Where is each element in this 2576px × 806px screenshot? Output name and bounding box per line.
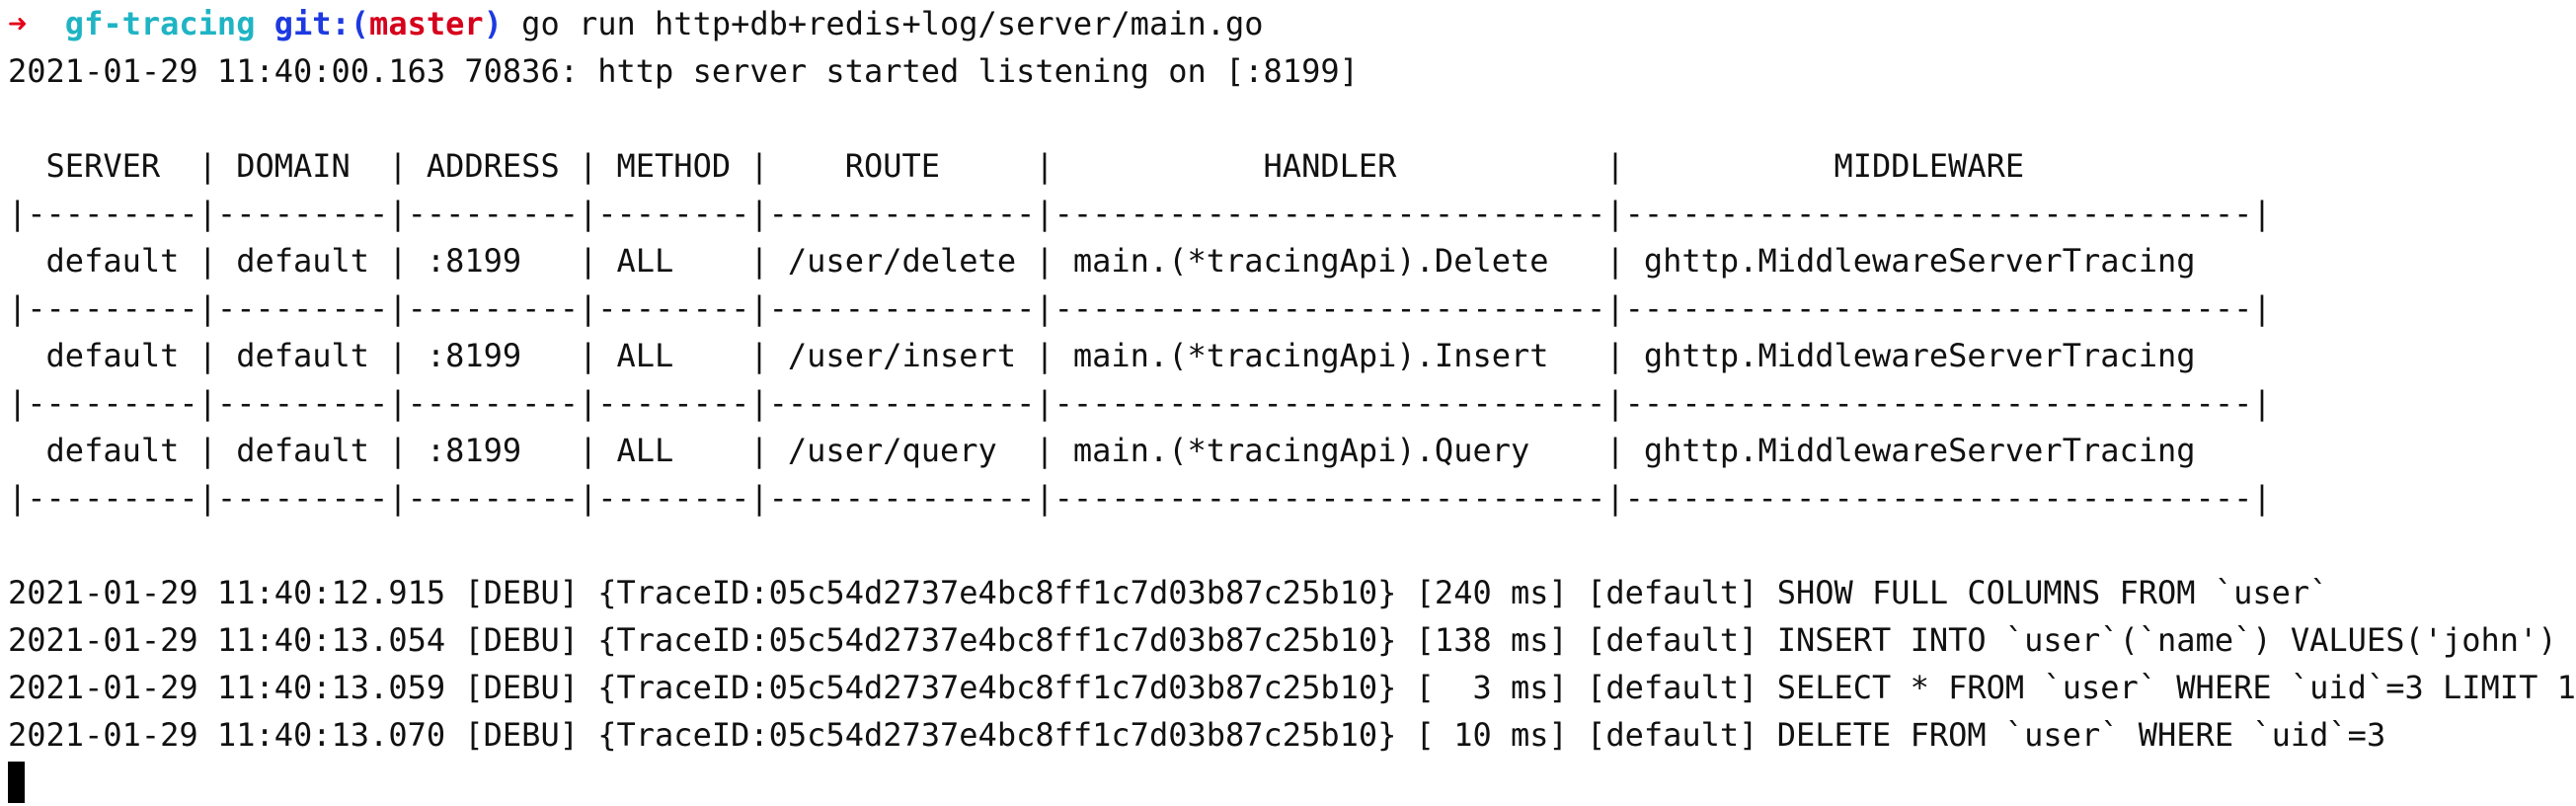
debug-log-line: 2021-01-29 11:40:13.059 [DEBU] {TraceID:… (8, 669, 2576, 706)
route-table-separator: |---------|---------|---------|--------|… (8, 195, 2272, 232)
debug-log-line: 2021-01-29 11:40:13.070 [DEBU] {TraceID:… (8, 716, 2386, 754)
route-table-row: default | default | :8199 | ALL | /user/… (8, 432, 2234, 469)
route-table-separator: |---------|---------|---------|--------|… (8, 384, 2272, 422)
prompt-git-branch: master (369, 5, 484, 42)
terminal-cursor (8, 762, 25, 803)
route-table-row: default | default | :8199 | ALL | /user/… (8, 337, 2234, 374)
prompt-command: go run http+db+redis+log/server/main.go (521, 5, 1264, 42)
debug-log-line: 2021-01-29 11:40:13.054 [DEBU] {TraceID:… (8, 621, 2557, 659)
debug-log-line: 2021-01-29 11:40:12.915 [DEBU] {TraceID:… (8, 574, 2329, 611)
prompt-line: ➜ gf-tracing git:(master) go run http+db… (8, 0, 2425, 47)
input-line[interactable] (8, 759, 2425, 806)
route-table-separator: |---------|---------|---------|--------|… (8, 289, 2272, 327)
route-table-separator: |---------|---------|---------|--------|… (8, 479, 2272, 517)
route-table-header: SERVER | DOMAIN | ADDRESS | METHOD | ROU… (8, 147, 2253, 185)
prompt-directory: gf-tracing (64, 5, 256, 42)
prompt-arrow-icon: ➜ (8, 5, 28, 42)
prompt-git-label: git:( (273, 5, 370, 42)
blank-line (8, 95, 2425, 142)
prompt-git-close: ) (483, 5, 503, 42)
server-started-line: 2021-01-29 11:40:00.163 70836: http serv… (8, 52, 1359, 90)
terminal-window[interactable]: ➜ gf-tracing git:(master) go run http+db… (8, 0, 2576, 803)
blank-line (8, 522, 2425, 569)
route-table-row: default | default | :8199 | ALL | /user/… (8, 242, 2234, 280)
